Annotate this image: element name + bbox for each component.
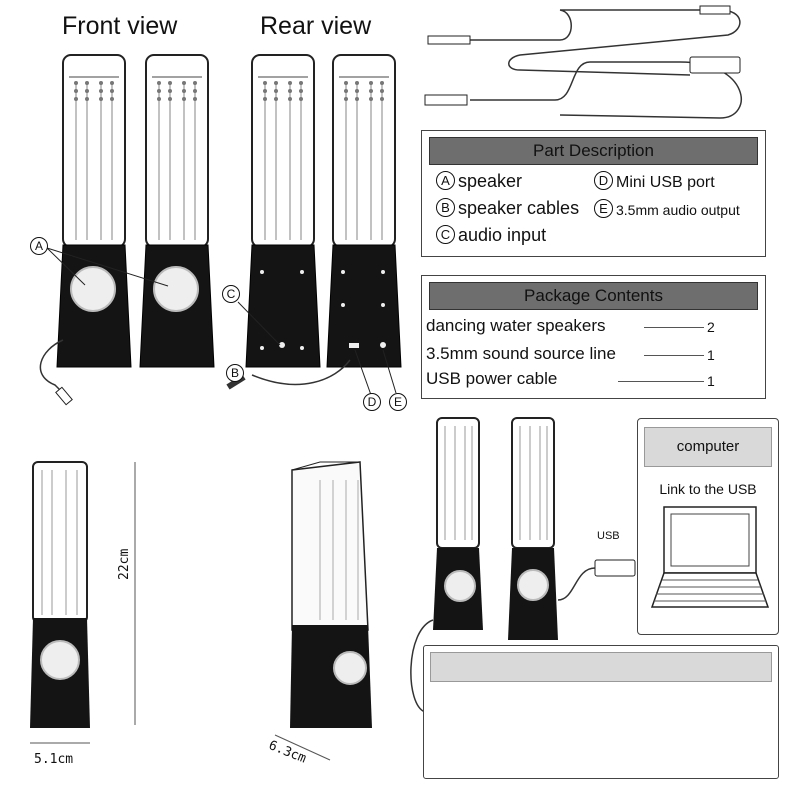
computer-panel: computer Link to the USB [637, 418, 779, 635]
package-contents-title: Package Contents [429, 282, 758, 310]
package-item-label: 3.5mm sound source line [426, 344, 616, 363]
devices-panel [423, 645, 779, 779]
devices-panel-header [430, 652, 772, 682]
width-dimension-label: 5.1cm [34, 752, 74, 767]
computer-caption: Link to the USB [659, 481, 757, 497]
single-speaker-perspective [290, 461, 372, 728]
front-speaker-left [56, 54, 132, 368]
callout-a: A [30, 237, 48, 255]
single-speaker-front [30, 461, 90, 728]
package-item-label: USB power cable [426, 369, 558, 388]
package-item-line [644, 327, 704, 328]
laptop-icon [650, 506, 770, 608]
audio-cable-illustration [427, 5, 741, 76]
rear-view-title: Rear view [260, 12, 372, 40]
package-item-line [644, 355, 704, 356]
callout-b: B [226, 364, 244, 382]
connection-speaker-left [433, 417, 483, 630]
rear-speaker-left [245, 54, 321, 368]
part-description-title: Part Description [429, 137, 758, 165]
front-speaker-right [139, 54, 215, 368]
usb-label: USB [597, 530, 620, 542]
connection-speaker-right [508, 417, 558, 640]
package-item-line [618, 381, 704, 382]
package-contents-panel: Package Contents dancing water speakers … [421, 275, 766, 399]
height-dimension-label: 22cm [117, 548, 132, 580]
front-view-title: Front view [62, 12, 178, 40]
package-item-qty: 1 [707, 373, 715, 389]
package-item-qty: 2 [707, 319, 715, 335]
rear-speaker-right [326, 54, 402, 368]
callout-e: E [389, 393, 407, 411]
computer-title: computer [644, 427, 772, 467]
callout-c: C [222, 285, 240, 303]
package-item-qty: 1 [707, 347, 715, 363]
package-item-label: dancing water speakers [426, 316, 606, 335]
callout-d: D [363, 393, 381, 411]
usb-cable-illustration [424, 56, 742, 119]
